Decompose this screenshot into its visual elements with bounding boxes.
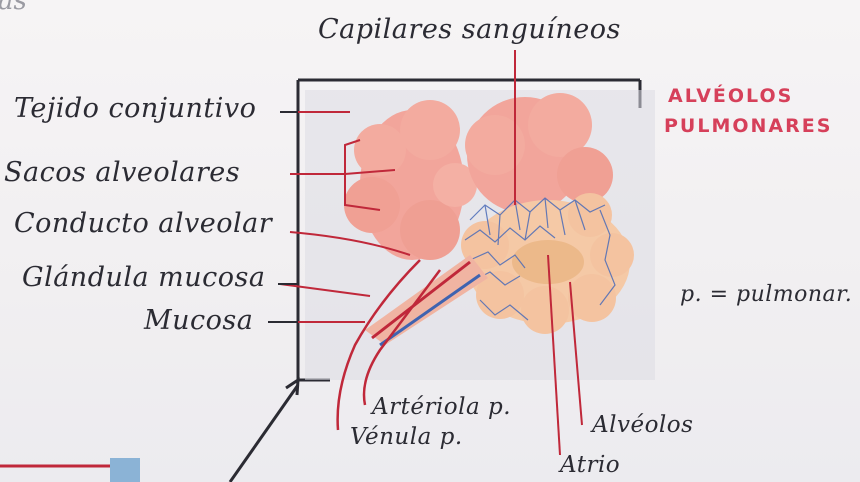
pointer-lines-dark <box>268 112 298 322</box>
label-arteriola: Artériola p. <box>372 394 511 420</box>
arrow-pointer <box>230 380 298 482</box>
title-capilares: Capilares sanguíneos <box>318 14 621 45</box>
label-venula: Vénula p. <box>350 424 463 450</box>
header-alveolos: ALVÉOLOS <box>668 85 793 107</box>
label-tejido-conjuntivo: Tejido conjuntivo <box>14 93 256 124</box>
label-atrio: Atrio <box>560 452 620 478</box>
label-glandula-mucosa: Glándula mucosa <box>22 262 266 293</box>
header-pulmonares: PULMONARES <box>664 115 832 137</box>
legend-note: p. = pulmonar. <box>680 282 852 307</box>
label-mucosa: Mucosa <box>144 305 253 336</box>
label-conducto-alveolar: Conducto alveolar <box>14 208 272 239</box>
bottom-blue-tab <box>110 458 140 482</box>
label-sacos-alveolares: Sacos alveolares <box>4 157 240 188</box>
label-alveolos: Alvéolos <box>592 412 693 438</box>
